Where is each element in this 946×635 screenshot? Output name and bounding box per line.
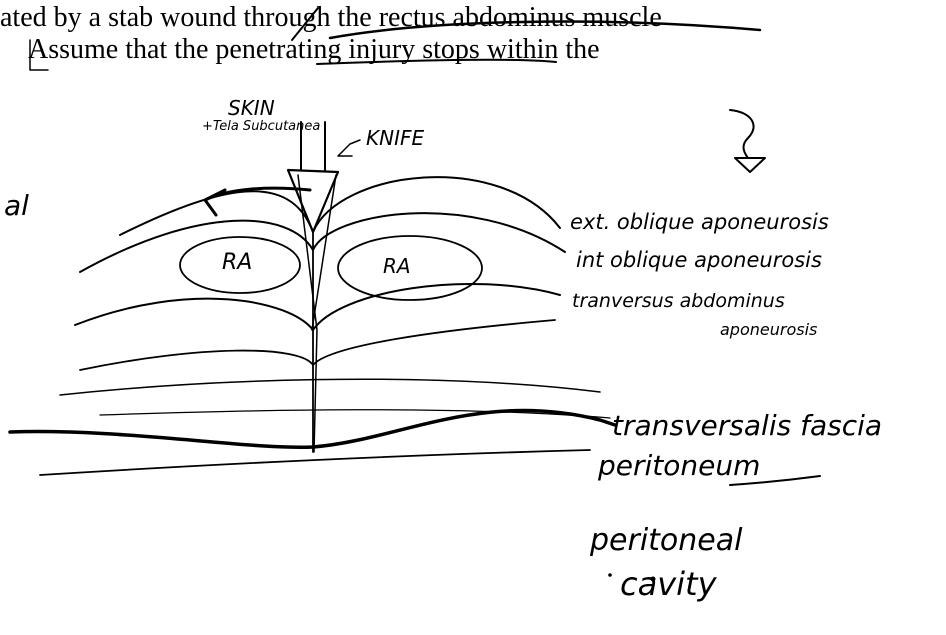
label-transversus-aponeurosis: aponeurosis <box>720 322 817 338</box>
text-underline-mark <box>330 22 760 38</box>
label-int-oblique-aponeurosis: int oblique aponeurosis <box>576 250 822 271</box>
label-ext-oblique-aponeurosis: ext. oblique aponeurosis <box>570 212 829 233</box>
lower-layer-line <box>60 379 600 395</box>
ext-oblique-layer <box>120 177 560 235</box>
knife-trail-left <box>270 232 313 560</box>
posterior-layer <box>80 320 555 370</box>
label-peritoneum: peritoneum <box>598 452 760 480</box>
text-bracket-mark <box>30 40 48 70</box>
label-transversalis-fascia: transversalis fascia <box>612 412 882 440</box>
knife-pointer <box>338 140 360 156</box>
label-knife: KNIFE <box>366 128 424 148</box>
label-tela-subcutanea: +Tela Subcutanea <box>202 120 320 133</box>
label-skin: SKIN <box>228 98 275 118</box>
label-ra-left: RA <box>222 252 252 274</box>
incision-right <box>312 175 336 330</box>
text-underline-mark-2 <box>317 60 556 64</box>
label-left-fragment: al <box>4 192 29 220</box>
text-pen-slash <box>292 8 318 40</box>
down-arrow-head <box>735 158 765 172</box>
label-peritoneal: peritoneal <box>590 526 742 556</box>
ext-oblique-arrow-stroke <box>205 188 310 200</box>
label-cavity: cavity <box>620 568 717 600</box>
label-ra-right: RA <box>383 256 411 276</box>
knife-tip <box>288 170 338 232</box>
down-arrow-stroke <box>730 110 754 158</box>
peritoneum-line <box>40 450 590 475</box>
label-transversus-abdominus: tranversus abdominus <box>572 292 785 311</box>
pen-dot-2 <box>608 573 612 577</box>
